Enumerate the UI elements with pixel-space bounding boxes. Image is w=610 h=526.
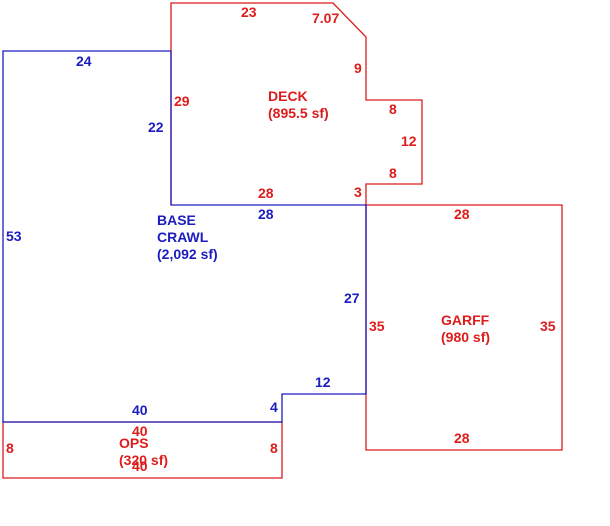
base-crawl-area-label: (2,092 sf) [157, 246, 218, 262]
deck-dim-step-top: 8 [389, 101, 397, 117]
ops-area-label: (320 sf) [119, 452, 168, 468]
deck-dim-right-upper: 9 [354, 60, 362, 76]
deck-dim-diagonal: 7.07 [312, 10, 339, 26]
ops-dim-left: 8 [6, 440, 14, 456]
base-dim-step-right: 4 [270, 399, 278, 415]
garff-area-label: (980 sf) [441, 329, 490, 345]
deck-dim-top: 23 [241, 4, 257, 20]
base-dim-bottom: 40 [132, 402, 148, 418]
base-crawl-outline [2, 50, 367, 423]
deck-dim-step-bottom: 8 [389, 165, 397, 181]
base-dim-notch-left: 22 [148, 119, 164, 135]
ops-dim-bottom: 40 [132, 458, 148, 474]
base-crawl-name-line2: CRAWL [157, 229, 209, 245]
deck-dim-bottom: 28 [258, 185, 274, 201]
base-dim-right: 27 [344, 290, 360, 306]
base-crawl-name-line1: BASE [157, 212, 196, 228]
garff-dim-left: 35 [369, 318, 385, 334]
base-dim-left: 53 [6, 228, 22, 244]
deck-dim-right-lower: 12 [401, 133, 417, 149]
deck-area-label: (895.5 sf) [268, 105, 329, 121]
garff-dim-right: 35 [540, 318, 556, 334]
ops-dim-right: 8 [270, 440, 278, 456]
garff-name-label: GARFF [441, 312, 490, 328]
garff-dim-top: 28 [454, 206, 470, 222]
deck-dim-left: 29 [174, 93, 190, 109]
deck-name-label: DECK [268, 88, 308, 104]
deck-outline [170, 2, 423, 205]
ops-dim-top: 40 [132, 423, 148, 439]
base-dim-top: 24 [76, 53, 92, 69]
base-dim-step-top: 12 [315, 374, 331, 390]
base-dim-notch-bottom: 28 [258, 206, 274, 222]
garff-dim-bottom: 28 [454, 430, 470, 446]
deck-dim-bottom-right: 3 [354, 184, 362, 200]
ops-name-label: OPS [119, 435, 149, 451]
